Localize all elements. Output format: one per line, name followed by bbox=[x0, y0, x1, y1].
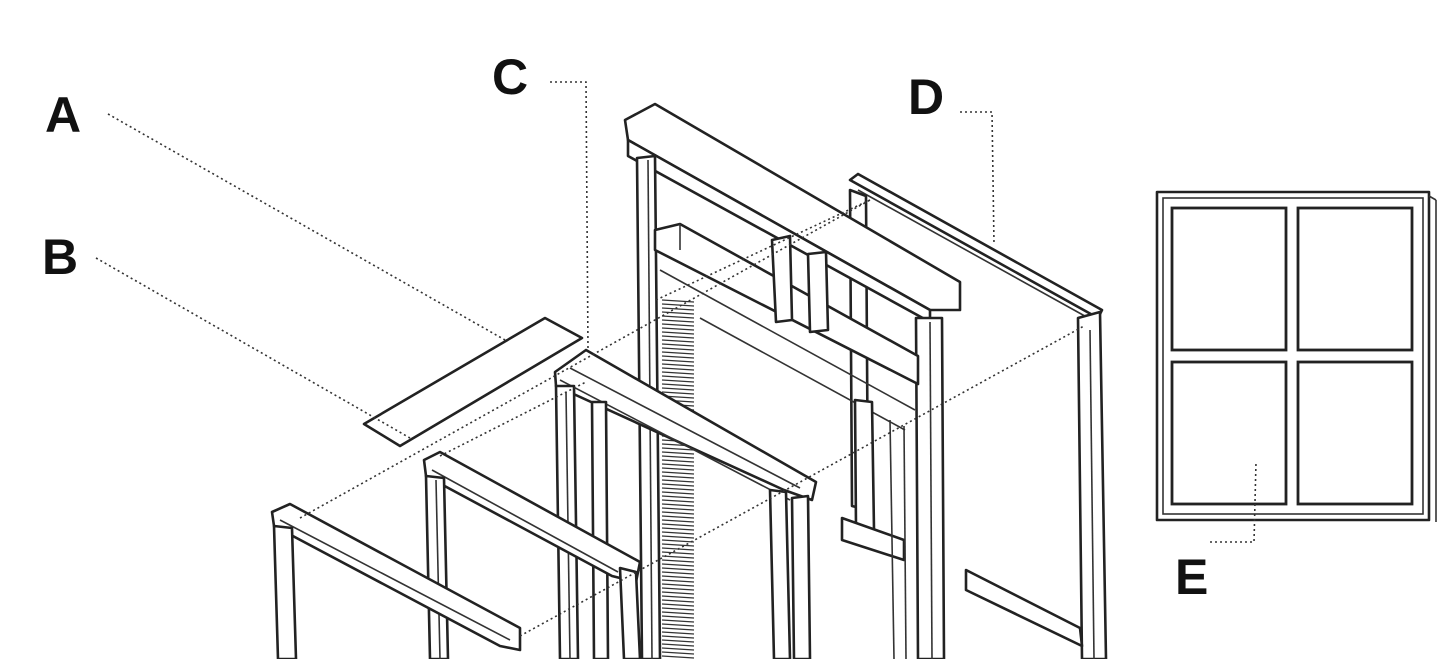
hatch-stroke bbox=[661, 643, 695, 647]
hatch-stroke bbox=[661, 375, 695, 379]
hatch-stroke bbox=[661, 539, 695, 543]
hatch-stroke bbox=[661, 619, 695, 623]
window-e bbox=[1155, 190, 1437, 522]
hatch-stroke bbox=[661, 607, 695, 611]
hatch-stroke bbox=[661, 355, 695, 359]
hatch-stroke bbox=[661, 615, 695, 619]
hatch-stroke bbox=[661, 315, 695, 319]
hatch-stroke bbox=[661, 591, 695, 595]
hatch-stroke bbox=[661, 463, 695, 467]
hatch-stroke bbox=[661, 611, 695, 615]
hatch-stroke bbox=[661, 635, 695, 639]
hatch-stroke bbox=[661, 335, 695, 339]
label-c: C bbox=[492, 49, 528, 105]
front-window-frame bbox=[270, 502, 522, 659]
hatch-stroke bbox=[661, 543, 695, 547]
hatch-stroke bbox=[661, 531, 695, 535]
hatch-stroke bbox=[661, 339, 695, 343]
label-a: A bbox=[45, 87, 81, 143]
hatch-stroke bbox=[661, 495, 695, 499]
label-b: B bbox=[42, 229, 78, 285]
hatch-stroke bbox=[661, 479, 695, 483]
hatch-stroke bbox=[661, 511, 695, 515]
hatch-stroke bbox=[661, 651, 695, 655]
leader-a bbox=[107, 113, 506, 341]
label-d: D bbox=[908, 69, 944, 125]
hatch-stroke bbox=[661, 551, 695, 555]
hatch-stroke bbox=[661, 323, 695, 327]
sash-b bbox=[422, 450, 642, 659]
hatch-stroke bbox=[661, 627, 695, 631]
hatch-stroke bbox=[661, 527, 695, 531]
hatch-stroke bbox=[661, 343, 695, 347]
hatch-stroke bbox=[661, 319, 695, 323]
hatch-stroke bbox=[661, 455, 695, 459]
hatch-stroke bbox=[661, 471, 695, 475]
hatch-stroke bbox=[661, 623, 695, 627]
hatch-stroke bbox=[661, 655, 695, 659]
hatch-stroke bbox=[661, 363, 695, 367]
alignment-lines bbox=[299, 199, 1085, 637]
hatch-stroke bbox=[661, 475, 695, 479]
hatch-stroke bbox=[661, 447, 695, 451]
hatch-stroke bbox=[661, 503, 695, 507]
hatch-stroke bbox=[661, 631, 695, 635]
hatch-stroke bbox=[661, 351, 695, 355]
leader-c bbox=[550, 81, 589, 351]
hatch-stroke bbox=[661, 583, 695, 587]
hatch-stroke bbox=[661, 299, 695, 303]
hatch-stroke bbox=[661, 519, 695, 523]
hatch-stroke bbox=[661, 359, 695, 363]
hatch-stroke bbox=[661, 367, 695, 371]
casing-frame bbox=[623, 102, 962, 659]
hatch-stroke bbox=[661, 459, 695, 463]
hatch-stroke bbox=[661, 523, 695, 527]
hatch-stroke bbox=[661, 383, 695, 387]
hatch-stroke bbox=[661, 487, 695, 491]
sheet-a bbox=[362, 316, 584, 448]
hatch-stroke bbox=[661, 567, 695, 571]
hatch-stroke bbox=[661, 563, 695, 567]
hatch-stroke bbox=[661, 391, 695, 395]
hatch-stroke bbox=[661, 307, 695, 311]
hatch-stroke bbox=[661, 555, 695, 559]
hatch-stroke bbox=[661, 327, 695, 331]
hatch-stroke bbox=[661, 515, 695, 519]
hatch-stroke bbox=[661, 303, 695, 307]
hatch-stroke bbox=[661, 379, 695, 383]
hatch-stroke bbox=[661, 331, 695, 335]
hatch-stroke bbox=[661, 595, 695, 599]
hatch-stroke bbox=[661, 491, 695, 495]
hatch-stroke bbox=[661, 371, 695, 375]
hatch-stroke bbox=[661, 571, 695, 575]
hatch-stroke bbox=[661, 587, 695, 591]
hatch-stroke bbox=[661, 579, 695, 583]
wall-section-hatch bbox=[661, 299, 695, 659]
hatch-stroke bbox=[661, 575, 695, 579]
hatch-stroke bbox=[661, 451, 695, 455]
leader-b bbox=[95, 257, 411, 439]
hatch-stroke bbox=[661, 499, 695, 503]
hatch-stroke bbox=[661, 387, 695, 391]
hatch-stroke bbox=[661, 347, 695, 351]
leader-d bbox=[960, 111, 995, 245]
hatch-stroke bbox=[661, 647, 695, 651]
hatch-stroke bbox=[661, 603, 695, 607]
hatch-stroke bbox=[661, 559, 695, 563]
hatch-stroke bbox=[661, 535, 695, 539]
hatch-stroke bbox=[661, 507, 695, 511]
hatch-stroke bbox=[661, 483, 695, 487]
hatch-stroke bbox=[661, 467, 695, 471]
hatch-stroke bbox=[661, 599, 695, 603]
middle-window-frame bbox=[553, 348, 818, 659]
leader-lines bbox=[95, 81, 1257, 543]
label-e: E bbox=[1175, 549, 1208, 605]
hatch-stroke bbox=[661, 639, 695, 643]
